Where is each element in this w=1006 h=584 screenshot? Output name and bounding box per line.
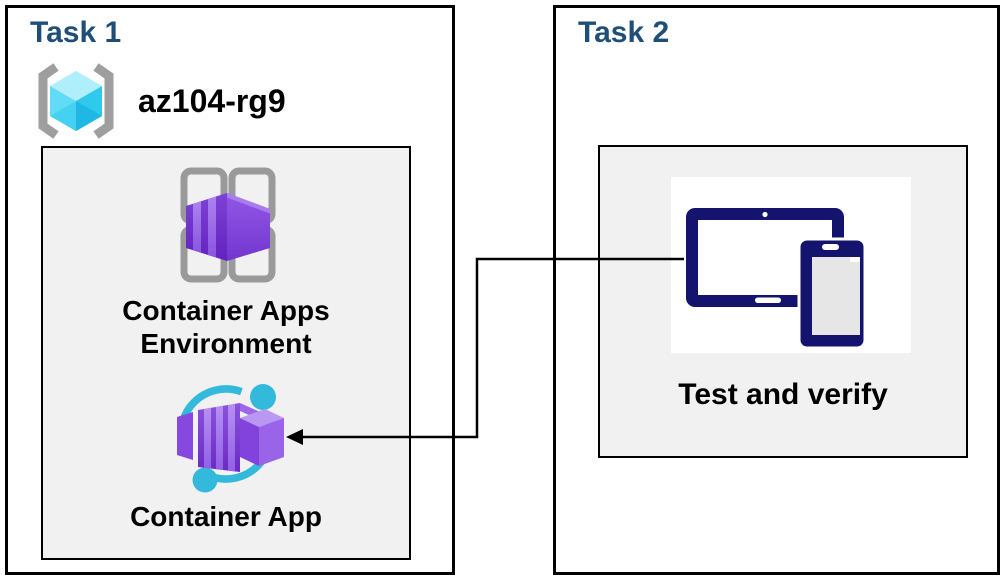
resource-group-icon — [38, 63, 114, 139]
tablet-and-phone-icon — [686, 208, 867, 350]
task1-title: Task 1 — [30, 16, 122, 49]
environment-label: Container Apps Environment — [122, 295, 330, 360]
test-and-verify-label: Test and verify — [678, 378, 888, 411]
resource-group-row: az104-rg9 — [30, 60, 286, 142]
task2-title: Task 2 — [578, 16, 670, 49]
task1-panel: Task 1 az104-rg9 — [5, 5, 455, 575]
task1-resource-box: Container Apps Environment — [41, 146, 411, 560]
resource-group-name: az104-rg9 — [138, 82, 286, 119]
container-app-icon — [177, 384, 284, 493]
task2-panel: Task 2 Test and verify — [553, 5, 1000, 575]
container-app-label: Container App — [130, 501, 322, 532]
task2-verify-box: Test and verify — [598, 145, 968, 458]
container-apps-environment-icon — [180, 167, 276, 283]
devices-icon-panel — [671, 177, 911, 353]
